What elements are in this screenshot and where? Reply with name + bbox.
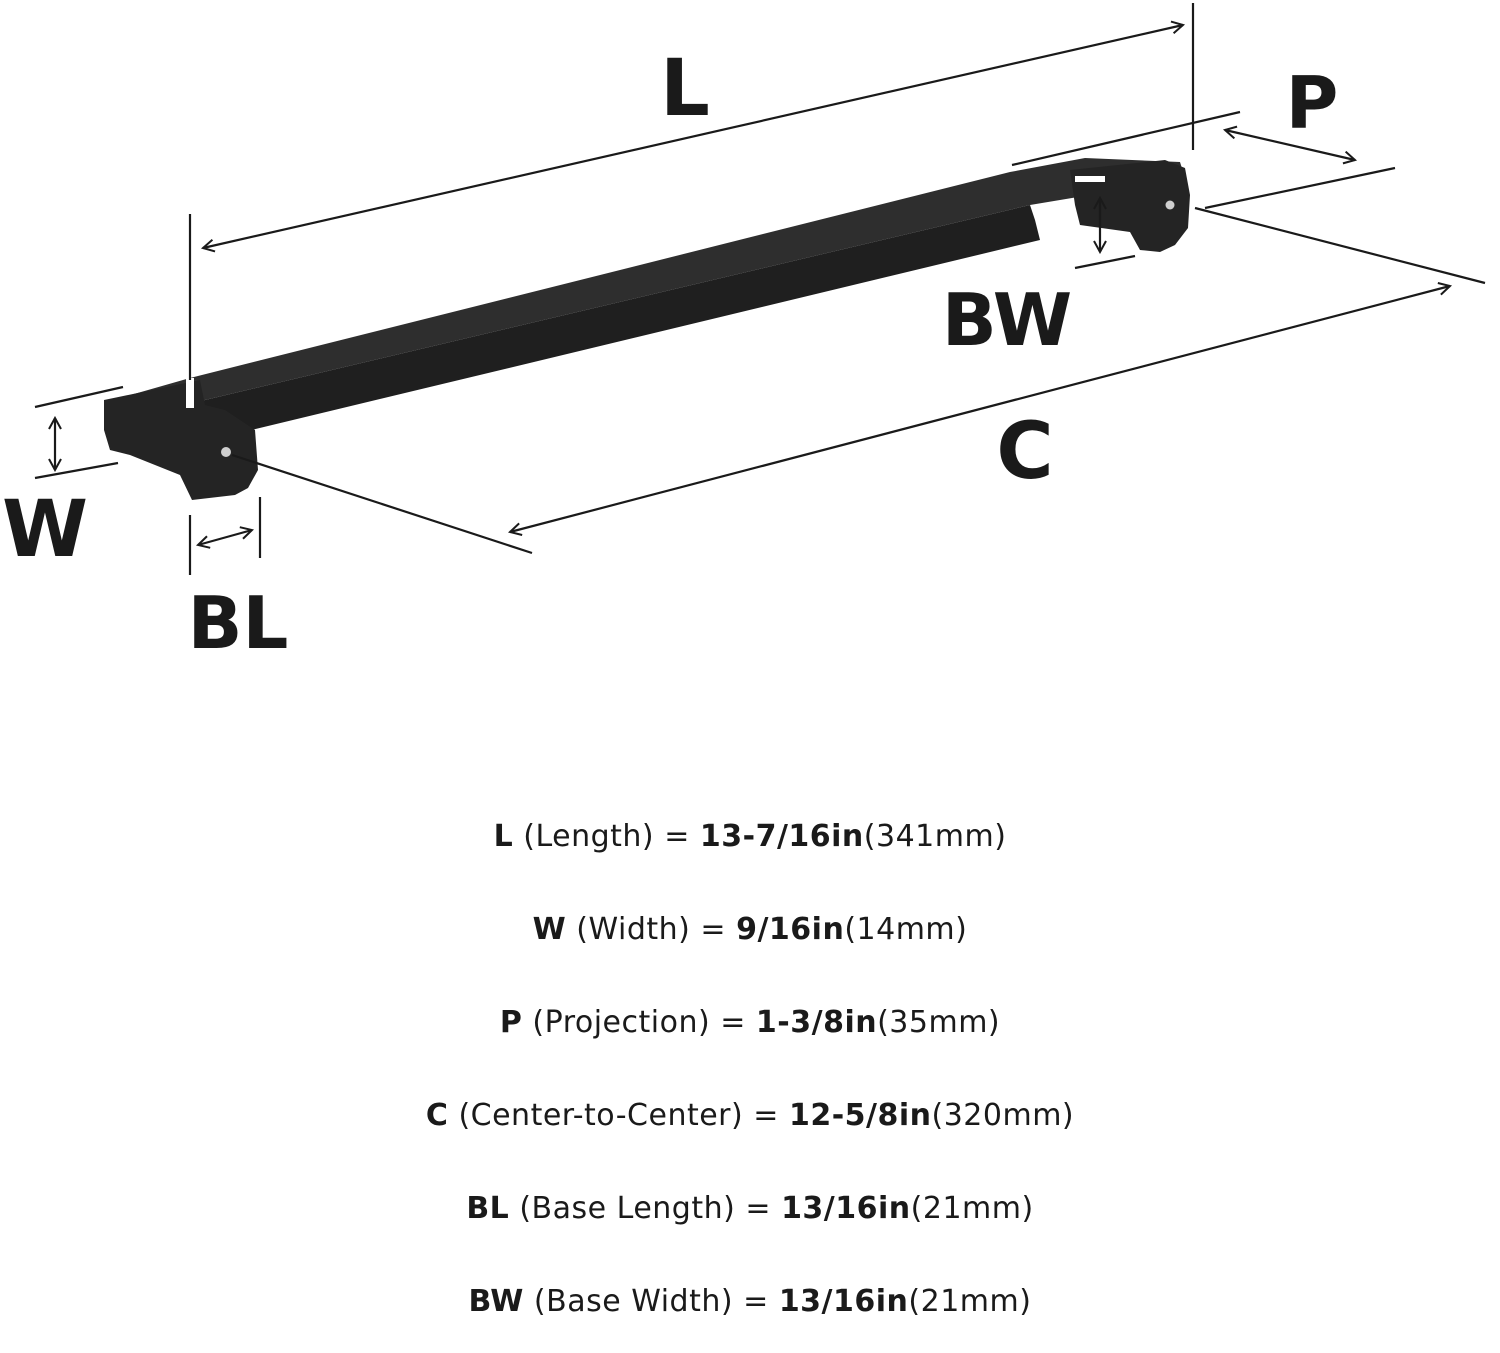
spec-metric: (14mm)	[844, 912, 968, 947]
spec-row: W (Width) = 9/16in(14mm)	[0, 883, 1500, 976]
spec-name: (Length)	[523, 819, 655, 854]
spec-code: BW	[468, 1284, 524, 1319]
spec-eq: =	[743, 1284, 769, 1319]
spec-imperial: 13/16in	[778, 1284, 909, 1319]
spec-name: (Projection)	[532, 1005, 711, 1040]
spec-metric: (21mm)	[910, 1191, 1034, 1226]
spec-code: L	[493, 819, 514, 854]
left-base	[104, 380, 258, 500]
base-width-dimension	[1074, 198, 1136, 270]
spec-name: (Center-to-Center)	[458, 1098, 744, 1133]
right-screw-hole	[1165, 200, 1175, 210]
specification-list: L (Length) = 13-7/16in(341mm)W (Width) =…	[0, 790, 1500, 1348]
spec-metric: (320mm)	[931, 1098, 1075, 1133]
right-slot	[1075, 176, 1105, 182]
label-C: C	[996, 407, 1053, 497]
spec-code: BL	[466, 1191, 510, 1226]
spec-row: L (Length) = 13-7/16in(341mm)	[0, 790, 1500, 883]
projection-dimension	[1011, 110, 1396, 210]
spec-row: BL (Base Length) = 13/16in(21mm)	[0, 1162, 1500, 1255]
spec-metric: (341mm)	[863, 819, 1007, 854]
spec-metric: (21mm)	[908, 1284, 1032, 1319]
spec-eq: =	[720, 1005, 746, 1040]
spec-eq: =	[753, 1098, 779, 1133]
base-length-dimension	[188, 497, 262, 575]
spec-code: P	[499, 1005, 523, 1040]
left-slot	[186, 378, 194, 408]
spec-name: (Width)	[576, 912, 691, 947]
spec-eq: =	[700, 912, 727, 947]
handle-bar-front	[120, 205, 1040, 455]
spec-name: (Base Length)	[519, 1191, 736, 1226]
spec-row: P (Projection) = 1-3/8in(35mm)	[0, 976, 1500, 1069]
width-dimension	[34, 385, 124, 480]
center-to-center-dimension	[231, 206, 1486, 555]
handle-dimension-diagram: L P BW C W BL	[2, 3, 1486, 665]
spec-imperial: 1-3/8in	[755, 1005, 878, 1040]
label-L: L	[660, 44, 710, 134]
spec-imperial: 13-7/16in	[699, 819, 864, 854]
length-dimension	[188, 3, 1195, 380]
spec-row: BW (Base Width) = 13/16in(21mm)	[0, 1255, 1500, 1348]
left-screw-hole	[221, 447, 231, 457]
spec-imperial: 13/16in	[781, 1191, 911, 1226]
label-W: W	[2, 485, 88, 575]
spec-code: C	[425, 1098, 449, 1133]
label-P: P	[1286, 61, 1339, 145]
spec-eq: =	[745, 1191, 772, 1226]
label-BL: BL	[188, 581, 289, 665]
label-BW: BW	[942, 278, 1072, 362]
spec-metric: (35mm)	[877, 1005, 1001, 1040]
spec-eq: =	[664, 819, 690, 854]
spec-imperial: 12-5/8in	[788, 1098, 932, 1133]
spec-imperial: 9/16in	[736, 912, 845, 947]
spec-row: C (Center-to-Center) = 12-5/8in(320mm)	[0, 1069, 1500, 1162]
spec-code: W	[532, 912, 567, 947]
spec-name: (Base Width)	[533, 1284, 734, 1319]
